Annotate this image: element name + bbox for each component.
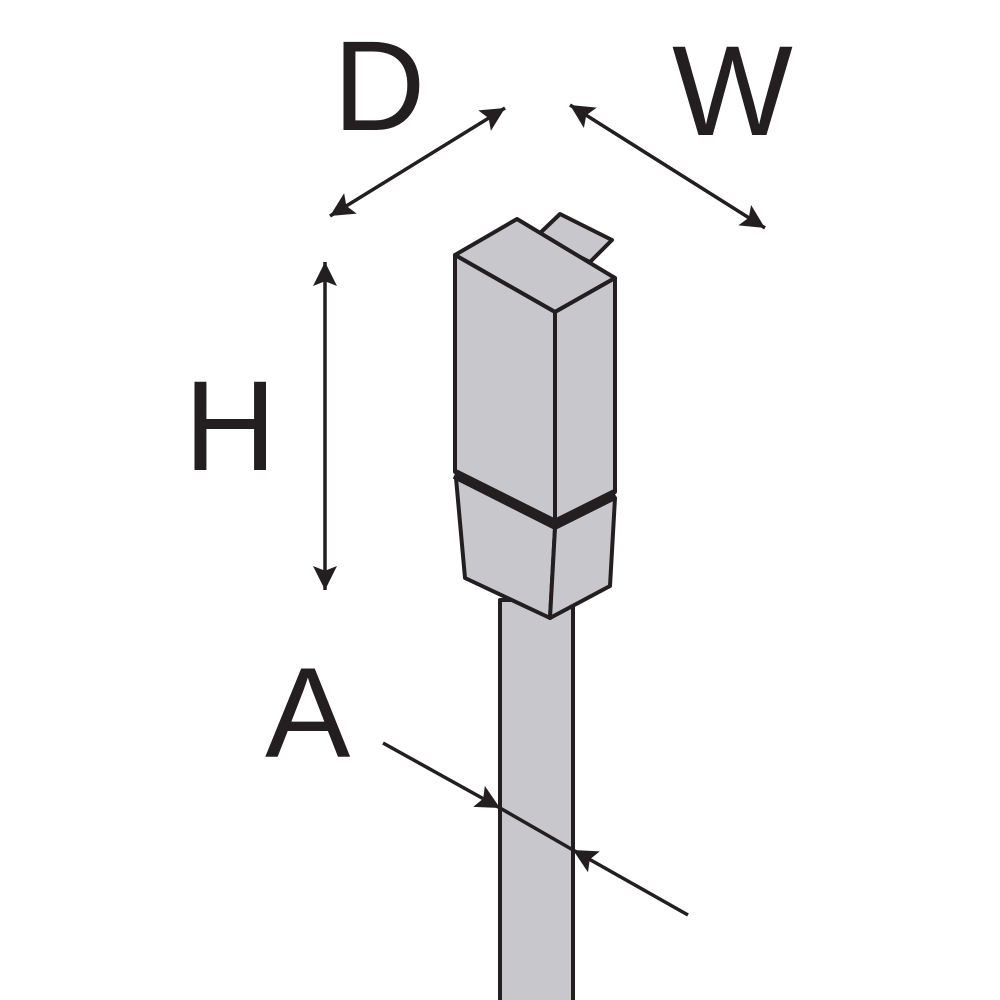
cable-diameter-dimension-arrow <box>382 741 689 917</box>
label-height: H <box>184 355 276 498</box>
width-dimension-arrow <box>569 103 766 230</box>
connector-body <box>452 212 618 620</box>
label-width: W <box>672 20 793 163</box>
depth-dimension-arrow <box>329 106 506 218</box>
label-cable-diameter: A <box>265 642 351 785</box>
cable-stem <box>498 598 575 1000</box>
label-depth: D <box>333 15 425 158</box>
